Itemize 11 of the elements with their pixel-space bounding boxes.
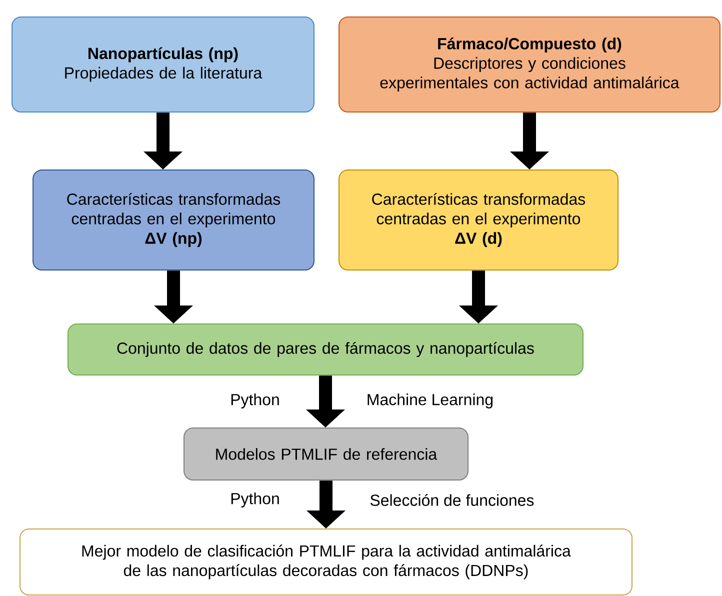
annotation-text: Selección de funciones — [370, 494, 534, 506]
annotation-text: Machine Learning — [368, 394, 493, 408]
annotation-text: Python — [231, 394, 279, 408]
process-box: Características transformadas centradas en el experimento ΔV (np) — [32, 169, 314, 270]
process-box: Fármaco/Compuesto (d) Descriptores y condiciones experimentales con actividad antimalárica — [338, 16, 720, 112]
process-box: Conjunto de datos de pares de fármacos y nanopartículas — [68, 323, 584, 376]
annotation-text: Python — [231, 492, 279, 508]
process-box: Modelos PTMLIF de referencia — [184, 427, 468, 480]
process-box: Nanopartículas (np) Propiedades de la literatura — [12, 16, 314, 112]
process-box: Mejor modelo de clasificación PTMLIF para la actividad antimalárica de las nanopartículas decoradas con fármacos (DDNPs) — [20, 528, 632, 596]
process-box: Características transformadas centradas en el experimento ΔV (d) — [338, 169, 618, 270]
